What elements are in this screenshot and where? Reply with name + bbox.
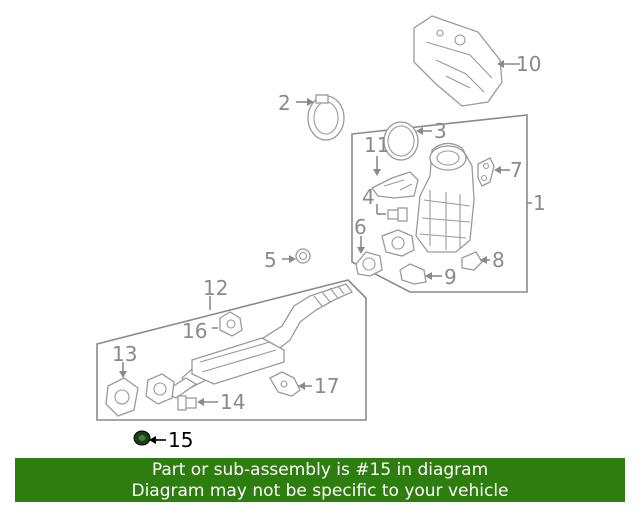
- callout-10: 10: [516, 52, 541, 76]
- bolt-part-14[interactable]: [177, 395, 197, 411]
- flange-ring[interactable]: [145, 373, 175, 405]
- flange-gasket-part-13[interactable]: [105, 377, 139, 417]
- exhaust-pipe-muffler-part-12[interactable]: [162, 283, 354, 399]
- callout-8: 8: [492, 248, 505, 272]
- callout-2: 2: [278, 91, 291, 115]
- bracket-part-9[interactable]: [399, 263, 427, 285]
- callout-4: 4: [362, 185, 375, 209]
- callout-11: 11: [364, 133, 389, 157]
- assembly-box-12: [96, 279, 367, 421]
- callout-9: 9: [444, 265, 457, 289]
- flange-gasket-part-6[interactable]: [355, 251, 383, 277]
- clamp-part-2[interactable]: [307, 94, 345, 141]
- callout-16: 16: [182, 319, 207, 343]
- bracket-part-7[interactable]: [477, 157, 495, 187]
- gasket-ring-part-3[interactable]: [383, 121, 419, 161]
- callout-5: 5: [264, 248, 277, 272]
- callout-7: 7: [510, 158, 523, 182]
- banner-line-disclaimer: Diagram may not be specific to your vehi…: [131, 481, 509, 501]
- info-banner: Part or sub-assembly is #15 in diagram D…: [15, 458, 625, 502]
- bracket-part-11[interactable]: [371, 171, 419, 199]
- nut-part-5[interactable]: [295, 248, 311, 264]
- callout-12: 12: [203, 276, 228, 300]
- callout-17: 17: [314, 374, 339, 398]
- callout-6: 6: [354, 215, 367, 239]
- heat-shield-part-10[interactable]: [413, 15, 503, 107]
- bracket-part-8[interactable]: [461, 251, 483, 271]
- grommet-part-15[interactable]: [133, 430, 151, 446]
- catalytic-converter-part-1[interactable]: [381, 142, 475, 257]
- hanger-bracket-part-17[interactable]: [269, 371, 301, 397]
- hanger-part-16[interactable]: [219, 311, 243, 337]
- callout-15: 15: [168, 428, 193, 452]
- callout-3: 3: [434, 119, 447, 143]
- callout-14: 14: [220, 390, 245, 414]
- assembly-box-1: [351, 114, 528, 293]
- callout-13: 13: [112, 342, 137, 366]
- exhaust-parts-diagram: 1 2 3 4 5 6 7 8 9 10 11 12 13 14 15 16 1…: [96, 15, 546, 452]
- banner-line-part: Part or sub-assembly is #15 in diagram: [151, 460, 489, 480]
- bolt-part-4[interactable]: [387, 207, 408, 222]
- callout-1: 1: [533, 191, 546, 215]
